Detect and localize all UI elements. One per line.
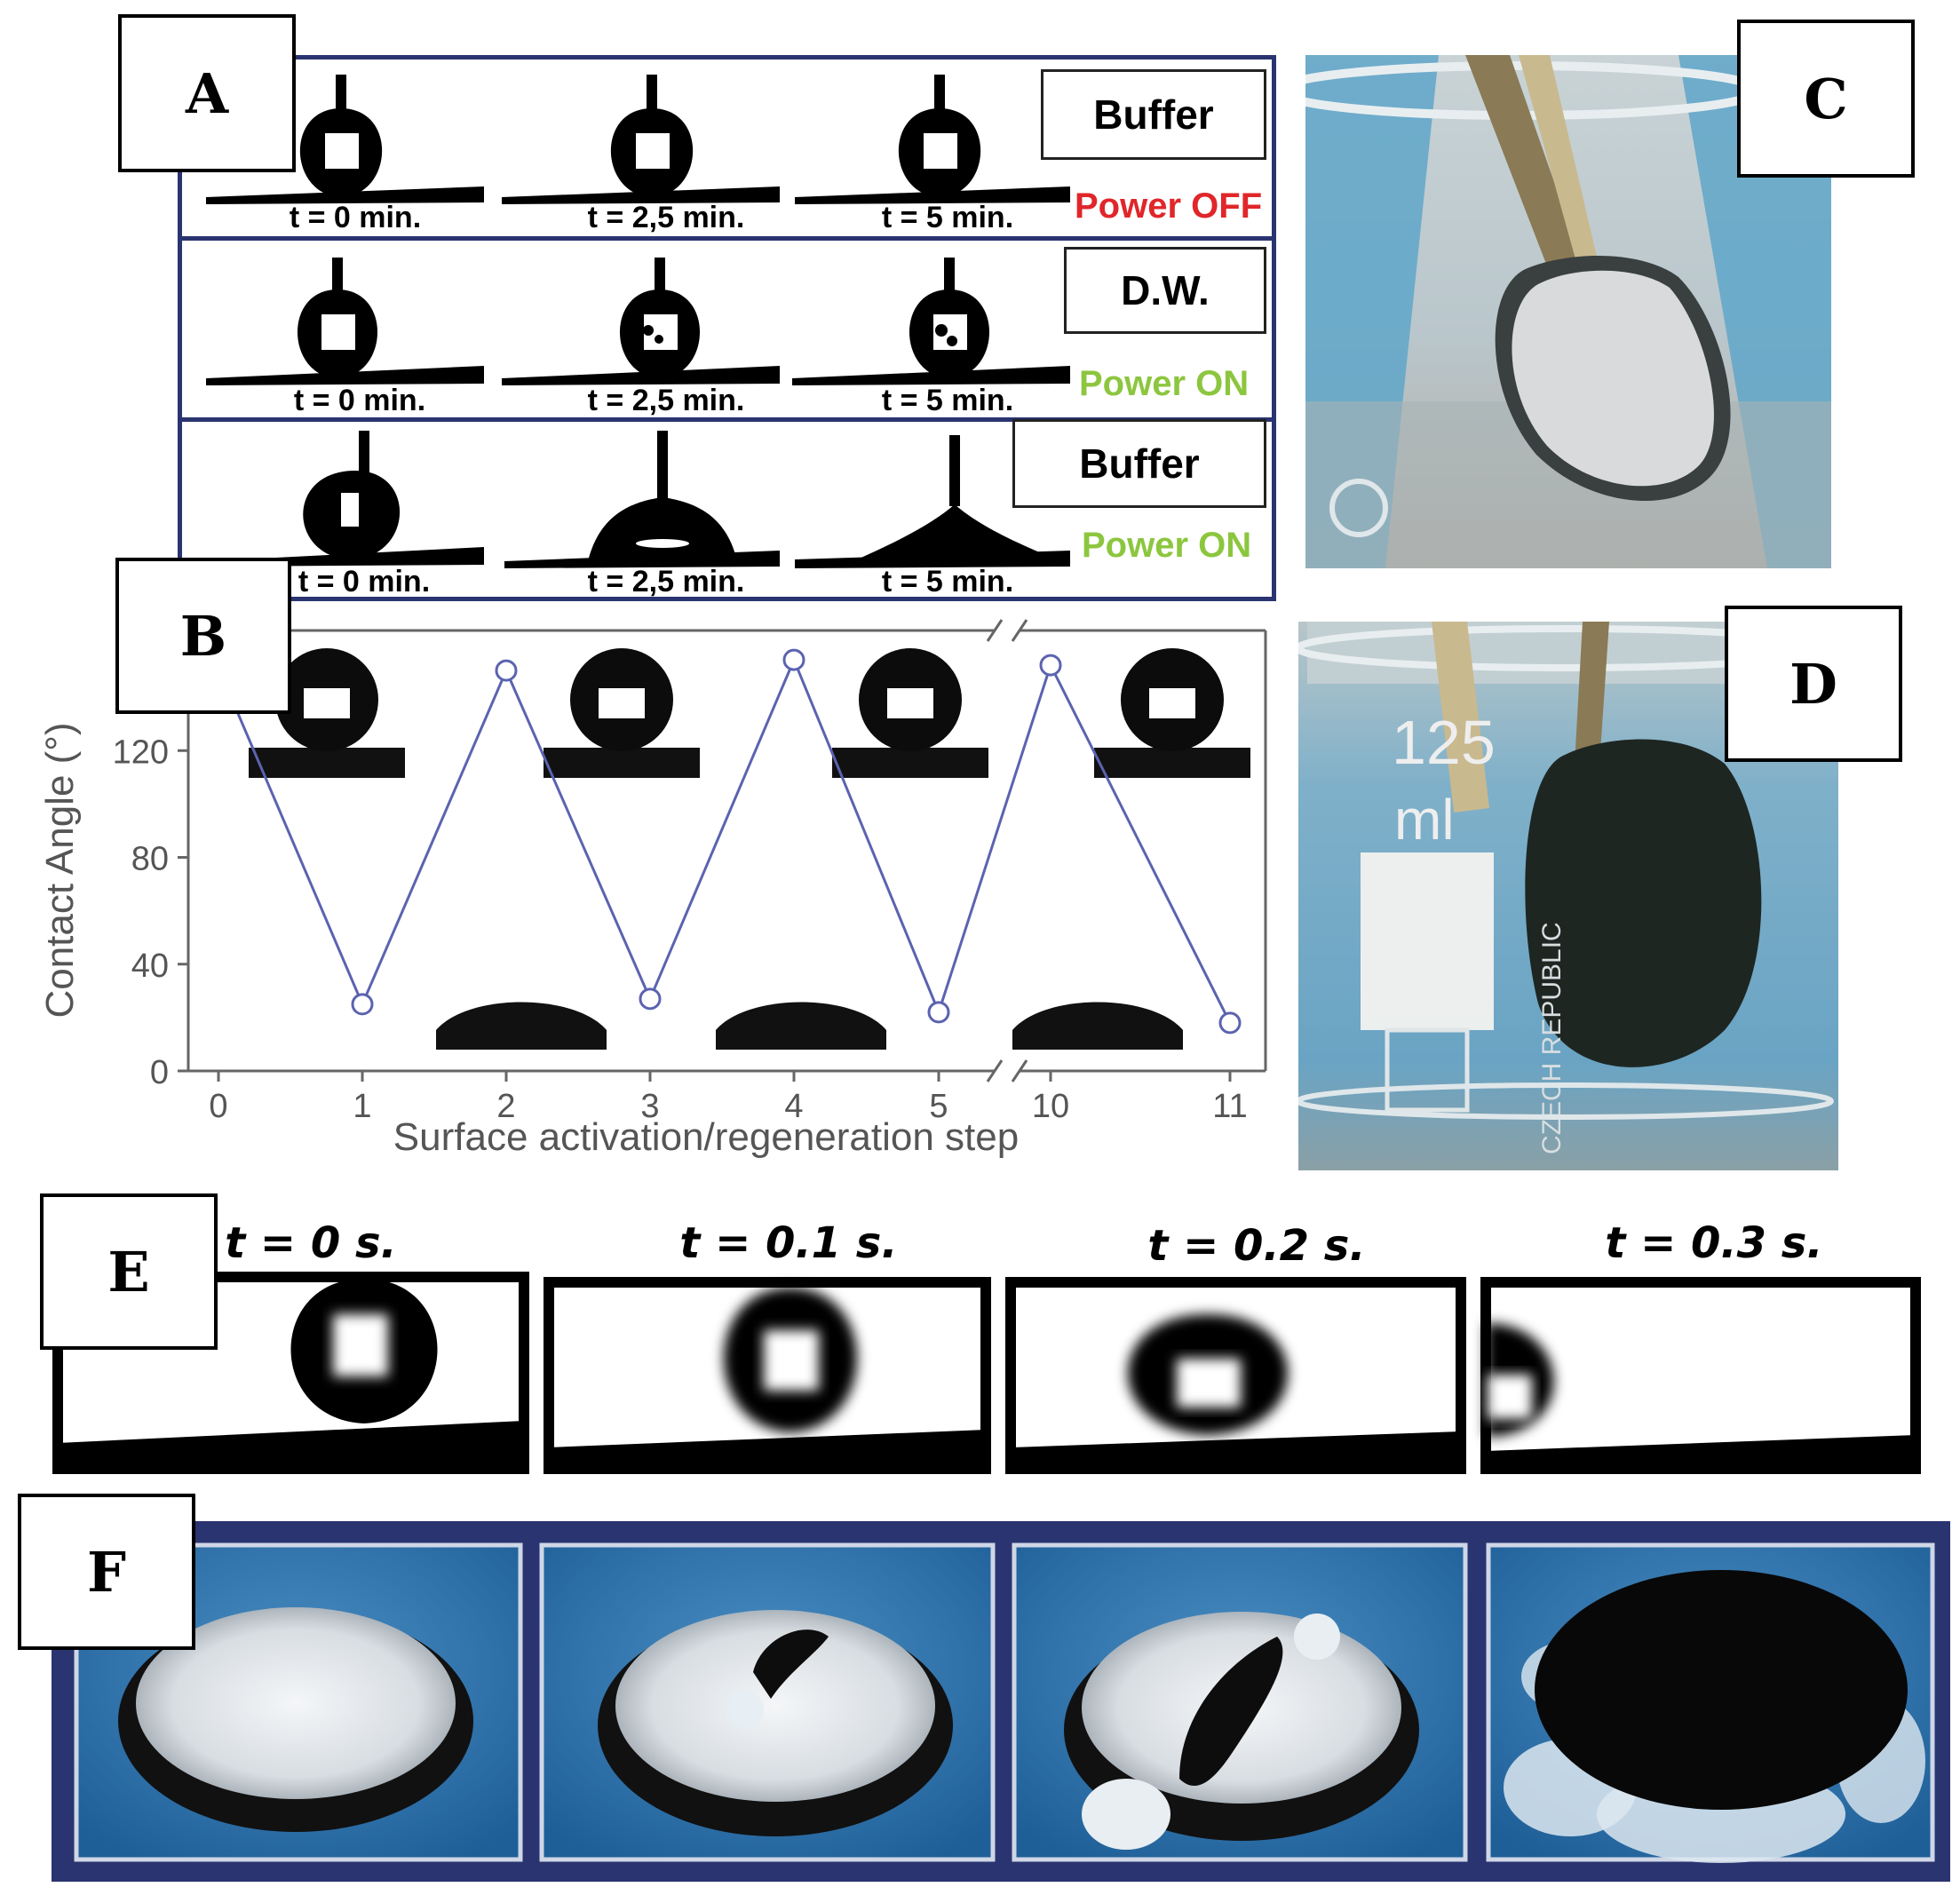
chart-y-tick-label-120: 120 [113,733,169,771]
panel-a-row-divider-2 [178,417,1276,422]
chart-x-tick-label-1: 1 [353,1088,371,1125]
chart-point-11 [1218,1011,1242,1035]
panel-a-row1-label: Buffer [1041,69,1266,160]
droplet-r1-c1 [206,75,484,204]
panel-a-time-r3c1: t = 0 min. [298,565,431,599]
chart-y-tick-label-40: 40 [131,948,169,985]
chart-point-10 [1039,654,1062,677]
panel-b-chart: 0 40 80 120 0 1 2 3 4 5 10 11 Contact Angle (°) Sur… [38,619,1267,1159]
chart-x-tick-label-11: 11 [1212,1088,1247,1125]
panel-a-row2-label: D.W. [1064,247,1266,334]
chart-frame [186,619,1267,1082]
beaker-unit-text: ml [1394,788,1455,852]
panel-e-frame-2 [544,1277,991,1474]
panel-d-letter: D [1725,606,1902,762]
droplet-r1-c3 [795,75,1070,204]
panel-a-droplet-images [206,75,1070,568]
chart-x-tick-label-4: 4 [784,1088,803,1125]
droplet-r2-c3 [792,258,1070,385]
panel-a-time-r1c2: t = 2,5 min. [587,201,745,234]
chart-point-4 [782,648,805,671]
panel-f-photo-4 [1486,1542,1935,1863]
chart-series [207,648,1242,1035]
droplet-r3-c1 [206,431,484,567]
panel-a-row-divider-1 [178,236,1276,241]
droplet-r2-c2 [502,258,780,385]
inset-droplet-high-4 [1094,648,1250,778]
panel-a-time-r3c2: t = 2,5 min. [587,565,745,599]
panel-f-photo-3 [1012,1542,1468,1862]
droplet-r2-c1 [206,258,484,385]
chart-x-axis-label: Surface activation/regeneration step [393,1115,1019,1159]
panel-a-row2-power: Power ON [1079,364,1250,403]
inset-droplet-flat-3 [1012,1002,1183,1050]
chart-axis-break-bottom-0 [986,1059,1004,1082]
panel-e-frames [52,1272,1921,1474]
panel-c-letter: C [1737,20,1915,178]
panel-a-frame [178,55,1276,601]
panel-a-time-r3c3: t = 5 min. [881,565,1014,599]
chart-axis-break-bottom-1 [1011,1059,1028,1082]
panel-a-time-r2c2: t = 2,5 min. [587,384,745,417]
chart-y-tick-label-0: 0 [150,1054,169,1091]
panel-a-letter: A [118,14,296,172]
panel-e-letter: E [40,1193,218,1350]
chart-y-tick-label-80: 80 [131,841,169,878]
panel-a-row1-power: Power OFF [1075,186,1263,226]
panel-a-time-r2c1: t = 0 min. [293,384,426,417]
chart-x-tick-label-2: 2 [496,1088,515,1125]
beaker-volume-text: 125 [1392,708,1496,777]
droplet-r3-c2 [504,431,780,568]
chart-ticks: 0 40 80 120 0 1 2 3 4 5 10 11 [113,733,1248,1125]
panel-e-time-1: t = 0 s. [225,1218,397,1268]
chart-axis-break-top-1 [1011,619,1028,642]
chart-point-3 [639,987,662,1011]
panel-c-photo [1305,55,1831,568]
panel-f-letter: F [18,1494,195,1650]
chart-point-1 [351,993,374,1016]
droplet-r3-c3 [795,435,1070,568]
chart-point-2 [495,659,518,682]
chart-y-axis-label: Contact Angle (°) [38,722,82,1018]
chart-droplet-insets [249,648,1250,1050]
panel-e-frame-4 [1480,1277,1921,1474]
panel-f-photos [74,1542,1935,1863]
chart-x-tick-label-3: 3 [640,1088,659,1125]
panel-a-time-r1c1: t = 0 min. [289,201,422,234]
chart-x-tick-label-10: 10 [1032,1088,1069,1125]
panel-a-time-r2c3: t = 5 min. [881,384,1014,417]
panel-e-time-4: t = 0.3 s. [1605,1218,1823,1268]
panel-b-letter: B [115,558,291,714]
chart-x-tick-label-5: 5 [929,1088,948,1125]
droplet-r1-c2 [502,75,780,204]
panel-a-row3-label: Buffer [1012,419,1266,508]
inset-droplet-high-1 [249,648,405,778]
panel-a-row3-power: Power ON [1082,526,1252,565]
inset-droplet-flat-2 [716,1002,886,1050]
chart-series-line-0 [217,656,1232,1024]
inset-droplet-flat-1 [436,1002,607,1050]
panel-f-photo-2 [539,1542,996,1862]
panel-e-frame-3 [1005,1277,1466,1474]
panel-a-time-r1c3: t = 5 min. [881,201,1014,234]
chart-point-5 [927,1001,950,1024]
panel-e-time-3: t = 0.2 s. [1147,1221,1366,1271]
chart-axis-break-top-0 [986,619,1004,642]
inset-droplet-high-2 [544,648,700,778]
chart-x-tick-label-0: 0 [209,1088,227,1125]
inset-droplet-high-3 [832,648,988,778]
panel-e-time-2: t = 0.1 s. [679,1218,898,1268]
